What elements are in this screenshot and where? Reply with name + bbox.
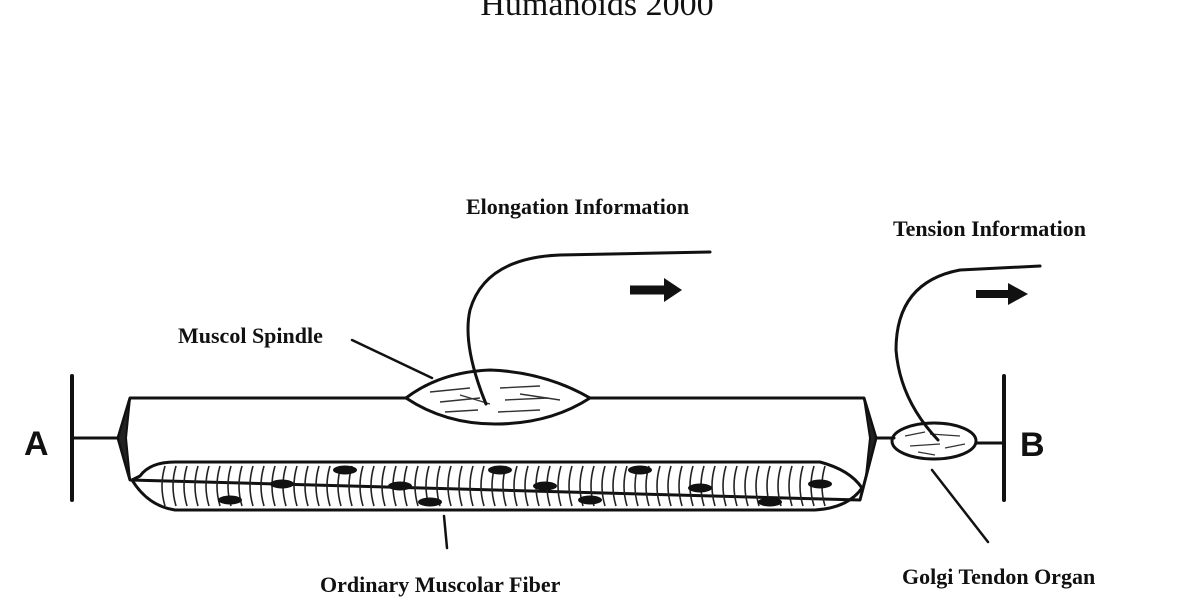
golgi-leader-line (930, 468, 990, 544)
fiber-striation (469, 465, 474, 507)
elongation-nerve (466, 250, 712, 406)
fiber-nuclei (218, 465, 832, 507)
fiber-striation (557, 465, 562, 507)
fiber-striation (414, 465, 419, 507)
muscular-fiber (130, 460, 864, 512)
fiber-striation (447, 465, 452, 507)
fiber-label: Ordinary Muscolar Fiber (320, 572, 561, 597)
fiber-striation (381, 465, 386, 507)
fiber-striation (458, 465, 463, 507)
fiber-striation (524, 465, 529, 507)
fiber-nucleus (418, 497, 442, 507)
fiber-nucleus (488, 465, 512, 475)
fiber-striation (788, 465, 793, 507)
fiber-striation (722, 465, 727, 507)
fiber-nucleus (628, 465, 652, 475)
fiber-striation (304, 465, 309, 507)
fiber-striation (194, 465, 199, 507)
golgi-label: Golgi Tendon Organ (902, 564, 1095, 589)
fiber-leader-line (442, 514, 449, 550)
muscle-cap-left (116, 397, 131, 481)
fiber-nucleus (758, 497, 782, 507)
fiber-striation (183, 465, 188, 507)
page-title: Humanoids 2000 (480, 0, 714, 23)
fiber-striation (656, 465, 661, 507)
fiber-striation (733, 465, 738, 507)
golgi-hatching (904, 431, 966, 456)
golgi-tendon-organ (890, 421, 978, 461)
fiber-nucleus (388, 481, 412, 491)
spindle-lower-edge (404, 396, 592, 426)
fiber-striation (744, 465, 749, 507)
fiber-striation (205, 465, 210, 507)
fiber-striation (799, 465, 804, 507)
fiber-striation (370, 465, 375, 507)
fiber-striation (172, 465, 177, 507)
fiber-nucleus (333, 465, 357, 475)
fiber-striation (667, 465, 672, 507)
muscle-cap-right (863, 397, 878, 477)
fiber-striation (513, 465, 518, 507)
fiber-striation (612, 465, 617, 507)
muscle-body (116, 368, 878, 502)
spindle-label: Muscol Spindle (178, 323, 323, 348)
elongation-arrow-icon (630, 278, 682, 302)
fiber-striation (315, 465, 320, 507)
fiber-nucleus (270, 479, 294, 489)
fiber-striation (480, 465, 485, 507)
tension-label: Tension Information (893, 216, 1086, 241)
fiber-striation (161, 465, 166, 507)
fiber-striation (326, 465, 331, 507)
elongation-label: Elongation Information (466, 194, 689, 219)
fiber-striation (623, 465, 628, 507)
fiber-striation (238, 465, 243, 507)
fiber-nucleus (578, 495, 602, 505)
end-label-a: A (24, 425, 49, 463)
fiber-striation (260, 465, 265, 507)
fiber-striation (359, 465, 364, 507)
tension-nerve (894, 264, 1042, 442)
fiber-striation (601, 465, 606, 507)
spindle-hatching (429, 385, 561, 413)
fiber-nucleus (808, 479, 832, 489)
fiber-nucleus (688, 483, 712, 493)
fiber-striation (216, 465, 221, 507)
fiber-striation (249, 465, 254, 507)
fiber-striation (293, 465, 298, 507)
fiber-striation (678, 465, 683, 507)
fiber-striation (755, 465, 760, 507)
spindle-leader-line (350, 338, 434, 380)
tension-arrow-icon (976, 283, 1028, 305)
fiber-nucleus (218, 495, 242, 505)
fiber-nucleus (533, 481, 557, 491)
fiber-striation (568, 465, 573, 507)
end-label-b: B (1020, 426, 1045, 464)
fiber-striation (711, 465, 716, 507)
